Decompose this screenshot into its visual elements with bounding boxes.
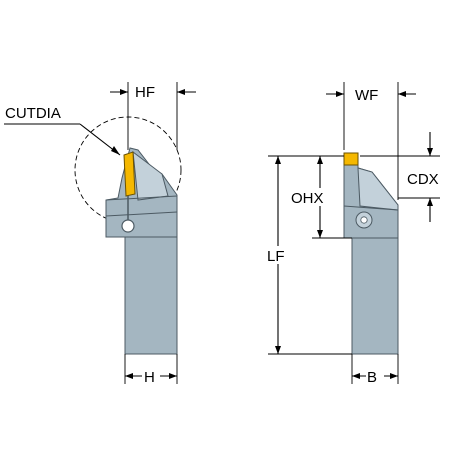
b-arrow-right [390, 373, 398, 379]
b-label-bg [366, 367, 384, 385]
lf-arrow-top [275, 156, 281, 164]
h-label-bg [142, 367, 160, 385]
wf-arrow-right [398, 91, 406, 97]
wf-label: WF [355, 87, 378, 104]
torx-recess [360, 216, 368, 224]
lf-label: LF [267, 248, 285, 265]
front-screw-hole [121, 219, 135, 233]
cdx-label: CDX [407, 171, 439, 188]
b-label: B [367, 369, 377, 386]
cdx-arrow-top [427, 148, 433, 156]
hf-arrow-left [120, 89, 128, 95]
side-insert [343, 152, 359, 166]
cdx-arrow-bottom [427, 198, 433, 206]
b-arrow-left [352, 373, 360, 379]
front-seat-line-2 [105, 195, 178, 201]
side-view: WF CDX OHX LF B [266, 82, 440, 386]
side-seat-line [343, 205, 399, 211]
hf-arrow-right [177, 89, 185, 95]
lf-arrow-bottom [275, 346, 281, 354]
side-shank [351, 237, 399, 355]
front-seat-line [105, 211, 178, 217]
wf-arrow-left [336, 91, 344, 97]
ohx-arrow-bottom [317, 230, 323, 238]
front-insert [123, 151, 136, 197]
cutdia-arrow [111, 146, 120, 155]
hf-label: HF [135, 84, 155, 101]
side-clamp-face [357, 167, 399, 211]
front-shank [124, 231, 178, 355]
h-arrow-left [125, 373, 133, 379]
front-clamp [132, 150, 169, 201]
ohx-label-bg [290, 188, 335, 206]
ohx-label: OHX [291, 190, 324, 207]
h-arrow-right [169, 373, 177, 379]
lf-label-bg [266, 246, 290, 264]
cutdia-label: CUTDIA [5, 105, 61, 122]
ohx-arrow-top [317, 156, 323, 164]
front-view: HF CUTDIA H [4, 82, 196, 386]
h-label: H [144, 369, 155, 386]
